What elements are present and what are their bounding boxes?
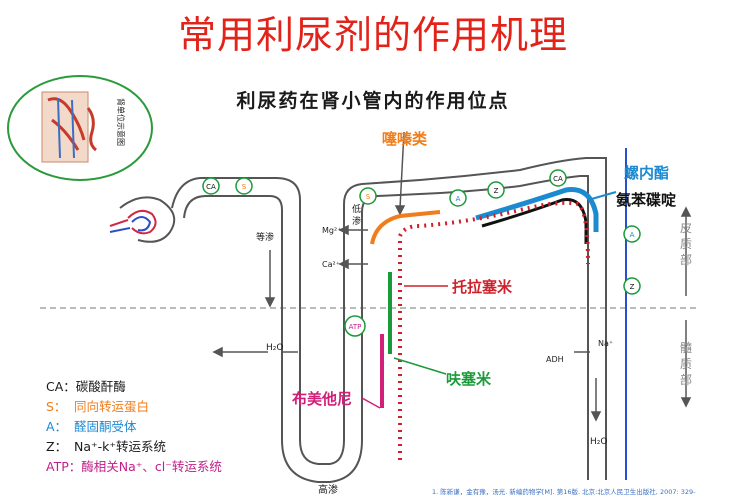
transporter-z-collecting: Z bbox=[623, 277, 641, 295]
transporter-atp-loop: ATP bbox=[344, 315, 366, 337]
transporter-s-proximal: S bbox=[235, 177, 253, 195]
label-mg: Mg²⁺ bbox=[322, 226, 341, 235]
legend-item-z: Z：Na⁺-k⁺转运系统 bbox=[46, 439, 166, 454]
label-na: Na⁺ bbox=[598, 339, 613, 348]
label-low-perm-2: 渗 bbox=[352, 215, 361, 227]
label-ca: Ca²⁺ bbox=[322, 260, 340, 269]
label-hypertonic: 高渗 bbox=[318, 483, 338, 496]
page-title: 常用利尿剂的作用机理 bbox=[177, 13, 568, 57]
tolrasemide-site-dots bbox=[398, 200, 590, 460]
svg-text:ATP: ATP bbox=[349, 323, 362, 331]
bumetanide-pointer bbox=[361, 397, 381, 409]
svg-text:A: A bbox=[630, 231, 635, 239]
legend-item-atp: ATP：酶相关Na⁺、cl⁻转运系统 bbox=[46, 459, 222, 474]
svg-text:Z: Z bbox=[494, 187, 499, 195]
drug-label-spironolactone: 螺内酯 bbox=[624, 164, 669, 182]
thiazide-site-bar bbox=[370, 210, 441, 245]
svg-text:质: 质 bbox=[680, 357, 692, 371]
drug-label-thiazide: 噻嗪类 bbox=[382, 130, 428, 148]
furosemide-pointer bbox=[393, 357, 447, 375]
drug-label-furosemide: 呋塞米 bbox=[446, 370, 492, 388]
svg-text:S: S bbox=[242, 183, 247, 191]
drug-label-bumetanide: 布美他尼 bbox=[292, 390, 352, 408]
label-h2o-collecting: H₂O bbox=[590, 437, 607, 447]
label-low-perm-1: 低 bbox=[352, 203, 361, 215]
svg-text:质: 质 bbox=[680, 237, 692, 251]
legend-item-ca: CA：碳酸酐酶 bbox=[46, 379, 126, 394]
transporter-ca-proximal: CA bbox=[202, 177, 220, 195]
flow-arrows bbox=[212, 131, 692, 422]
medulla-label: 髓质部 bbox=[680, 341, 692, 387]
transporter-s-distal: S bbox=[359, 187, 377, 205]
svg-text:CA: CA bbox=[206, 183, 216, 191]
thumbnail-caption: 肾单位示意图 bbox=[116, 98, 126, 146]
svg-text:Z: Z bbox=[630, 283, 635, 291]
svg-text:髓: 髓 bbox=[680, 341, 692, 355]
legend-item-s: S：同向转运蛋白 bbox=[46, 399, 150, 414]
reference-citation: 1. 陈新谦，金有豫，汤光. 新编药物学[M]. 第16版. 北京:北京人民卫生… bbox=[432, 488, 696, 496]
svg-text:CA: CA bbox=[553, 175, 563, 183]
svg-text:部: 部 bbox=[680, 372, 692, 387]
glomerulus bbox=[109, 196, 176, 243]
drug-label-tolrasemide: 托拉塞米 bbox=[452, 278, 513, 296]
transporter-a-distal: A bbox=[449, 189, 467, 207]
label-isotonic: 等渗 bbox=[256, 231, 274, 243]
svg-text:皮: 皮 bbox=[680, 221, 692, 235]
spironolactone-site-bar bbox=[475, 187, 599, 232]
svg-text:S: S bbox=[366, 193, 371, 201]
drug-label-triamterene: 氨苯碟啶 bbox=[616, 191, 676, 209]
triamterene-site-bar bbox=[481, 197, 588, 244]
label-adh: ADH bbox=[546, 355, 564, 364]
nephron-thumbnail: 肾单位示意图 bbox=[7, 75, 153, 181]
transporter-z-distal: Z bbox=[487, 181, 505, 199]
diagram-subtitle: 利尿药在肾小管内的作用位点 bbox=[236, 90, 510, 112]
transporter-a-collecting: A bbox=[623, 225, 641, 243]
legend-item-a: A：醛固酮受体 bbox=[46, 419, 137, 434]
transporter-ca-distal: CA bbox=[549, 169, 567, 187]
svg-text:A: A bbox=[456, 195, 461, 203]
label-h2o-loop: H₂O bbox=[266, 343, 283, 353]
cortex-label: 皮质部 bbox=[680, 221, 692, 267]
nephron-tubule bbox=[171, 157, 607, 483]
svg-text:部: 部 bbox=[680, 252, 692, 267]
